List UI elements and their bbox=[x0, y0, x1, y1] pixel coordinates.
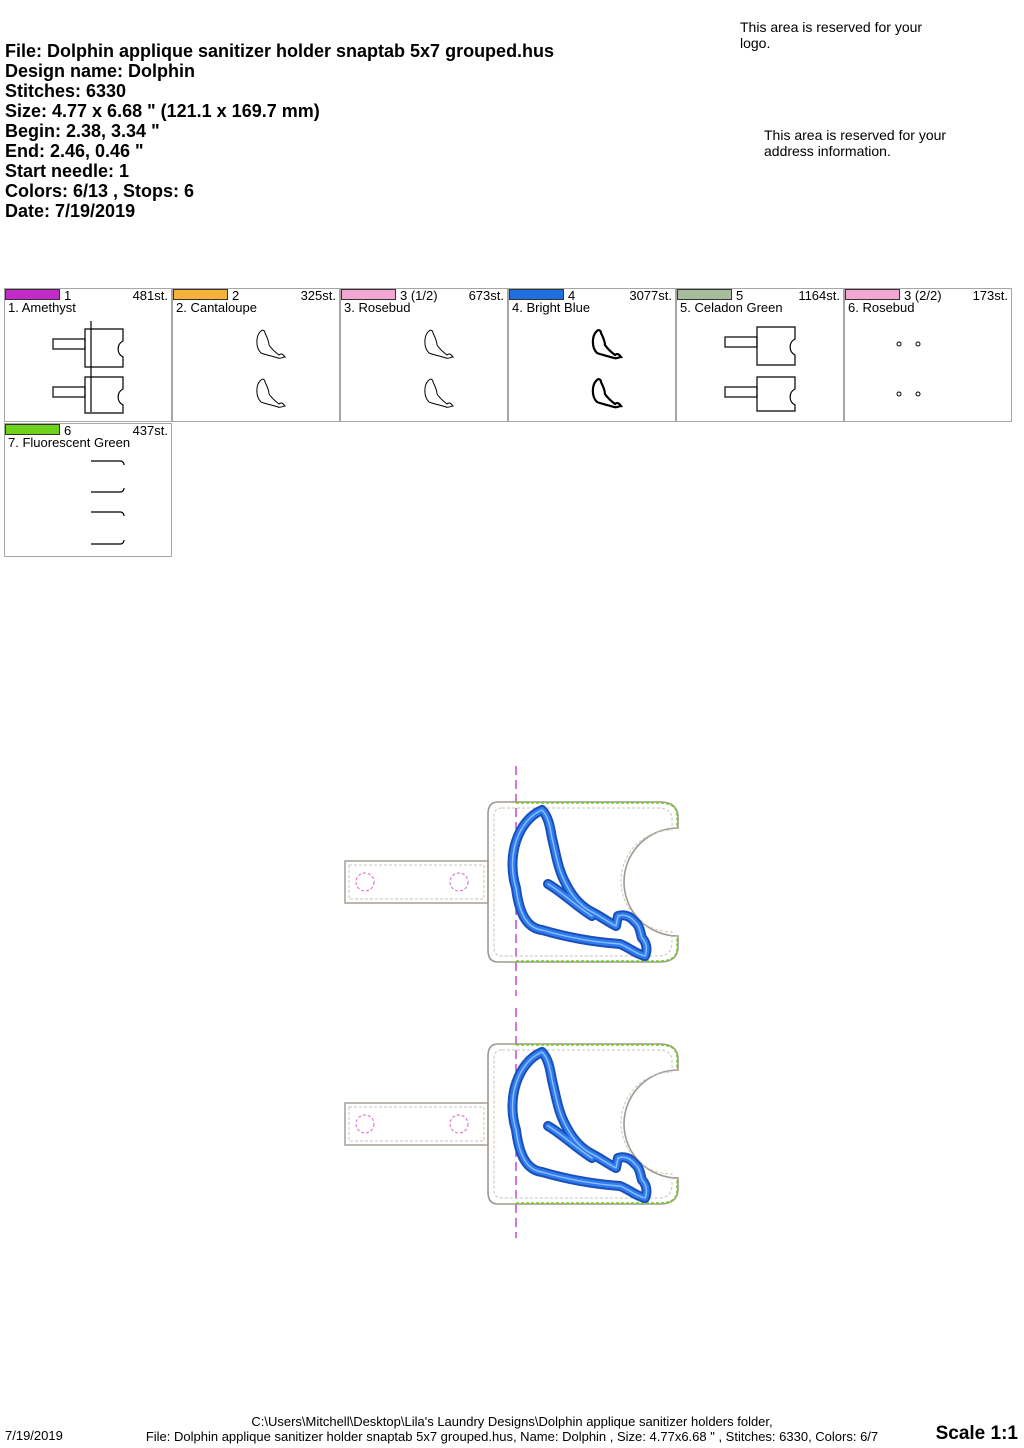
thread-name: 7. Fluorescent Green bbox=[8, 435, 131, 450]
begin-point: Begin: 2.38, 3.34 " bbox=[5, 121, 160, 141]
color-swatch bbox=[845, 289, 900, 300]
color-swatch bbox=[5, 289, 60, 300]
thread-name: 4. Bright Blue bbox=[512, 300, 591, 315]
footer-path-line: C:\Users\Mitchell\Desktop\Lila's Laundry… bbox=[251, 1414, 773, 1429]
start-needle: Start needle: 1 bbox=[5, 161, 130, 181]
design-size: Size: 4.77 x 6.68 " (121.1 x 169.7 mm) bbox=[5, 101, 320, 121]
needle-number: 5 bbox=[736, 288, 744, 303]
needle-number: 1 bbox=[64, 288, 72, 303]
dolphin-outline-icon bbox=[424, 329, 454, 408]
stitch-count: 673st. bbox=[468, 288, 504, 303]
stitch-count: 1164st. bbox=[798, 288, 840, 303]
design-name: Design name: Dolphin bbox=[5, 61, 196, 81]
stitch-count: 173st. bbox=[972, 288, 1008, 303]
color-swatch bbox=[173, 289, 228, 300]
needle-number: 4 bbox=[568, 288, 576, 303]
footer-date: 7/19/2019 bbox=[5, 1428, 63, 1443]
stitch-count: 481st. bbox=[132, 288, 168, 303]
end-point: End: 2.46, 0.46 " bbox=[5, 141, 144, 161]
stitch-count: 437st. bbox=[132, 423, 168, 438]
scale-label: Scale 1:1 bbox=[935, 1423, 1018, 1444]
color-swatch bbox=[677, 289, 732, 300]
footer-file-info: C:\Users\Mitchell\Desktop\Lila's Laundry… bbox=[0, 1414, 1024, 1444]
design-preview bbox=[330, 760, 690, 1240]
colors-stops: Colors: 6/13 , Stops: 6 bbox=[5, 181, 195, 201]
file-name: File: Dolphin applique sanitizer holder … bbox=[5, 41, 555, 61]
needle-number: 3 (1/2) bbox=[400, 288, 438, 303]
dolphin-bold-icon bbox=[591, 329, 624, 409]
address-placeholder: This area is reserved for your address i… bbox=[764, 127, 947, 159]
edge-lines-icon bbox=[91, 460, 125, 545]
color-stop-4: 4 3077st. 4. Bright Blue bbox=[508, 288, 676, 422]
design-date: Date: 7/19/2019 bbox=[5, 201, 136, 221]
stitch-count: 325st. bbox=[300, 288, 336, 303]
snap-dots-icon bbox=[896, 341, 921, 397]
color-swatch bbox=[509, 289, 564, 300]
needle-number: 6 bbox=[64, 423, 72, 438]
needle-number: 3 (2/2) bbox=[904, 288, 942, 303]
thread-name: 1. Amethyst bbox=[8, 300, 76, 315]
thread-name: 2. Cantaloupe bbox=[176, 300, 257, 315]
stitch-count: 3077st. bbox=[629, 288, 672, 303]
needle-number: 2 bbox=[232, 288, 240, 303]
thread-name: 3. Rosebud bbox=[344, 300, 411, 315]
color-stop-3: 3 (1/2) 673st. 3. Rosebud bbox=[340, 288, 508, 422]
logo-placeholder: This area is reserved for your logo. bbox=[740, 19, 923, 51]
tab-outline-icon bbox=[52, 321, 124, 414]
color-swatch bbox=[5, 424, 60, 435]
dolphin-outline-icon bbox=[256, 329, 286, 408]
color-stop-6: 3 (2/2) 173st. 6. Rosebud bbox=[844, 288, 1012, 422]
color-stop-5: 5 1164st. 5. Celadon Green bbox=[676, 288, 844, 422]
color-stop-1: 1 481st. 1. Amethyst bbox=[4, 288, 172, 422]
color-stop-7: 6 437st. 7. Fluorescent Green bbox=[4, 423, 172, 557]
thread-name: 5. Celadon Green bbox=[680, 300, 783, 315]
color-stop-2: 2 325st. 2. Cantaloupe bbox=[172, 288, 340, 422]
tab-outline-icon bbox=[724, 326, 796, 412]
design-info: File: Dolphin applique sanitizer holder … bbox=[5, 41, 554, 221]
footer-summary-line: File: Dolphin applique sanitizer holder … bbox=[145, 1429, 879, 1444]
stitch-count: Stitches: 6330 bbox=[5, 81, 127, 101]
color-swatch bbox=[341, 289, 396, 300]
thread-name: 6. Rosebud bbox=[848, 300, 915, 315]
